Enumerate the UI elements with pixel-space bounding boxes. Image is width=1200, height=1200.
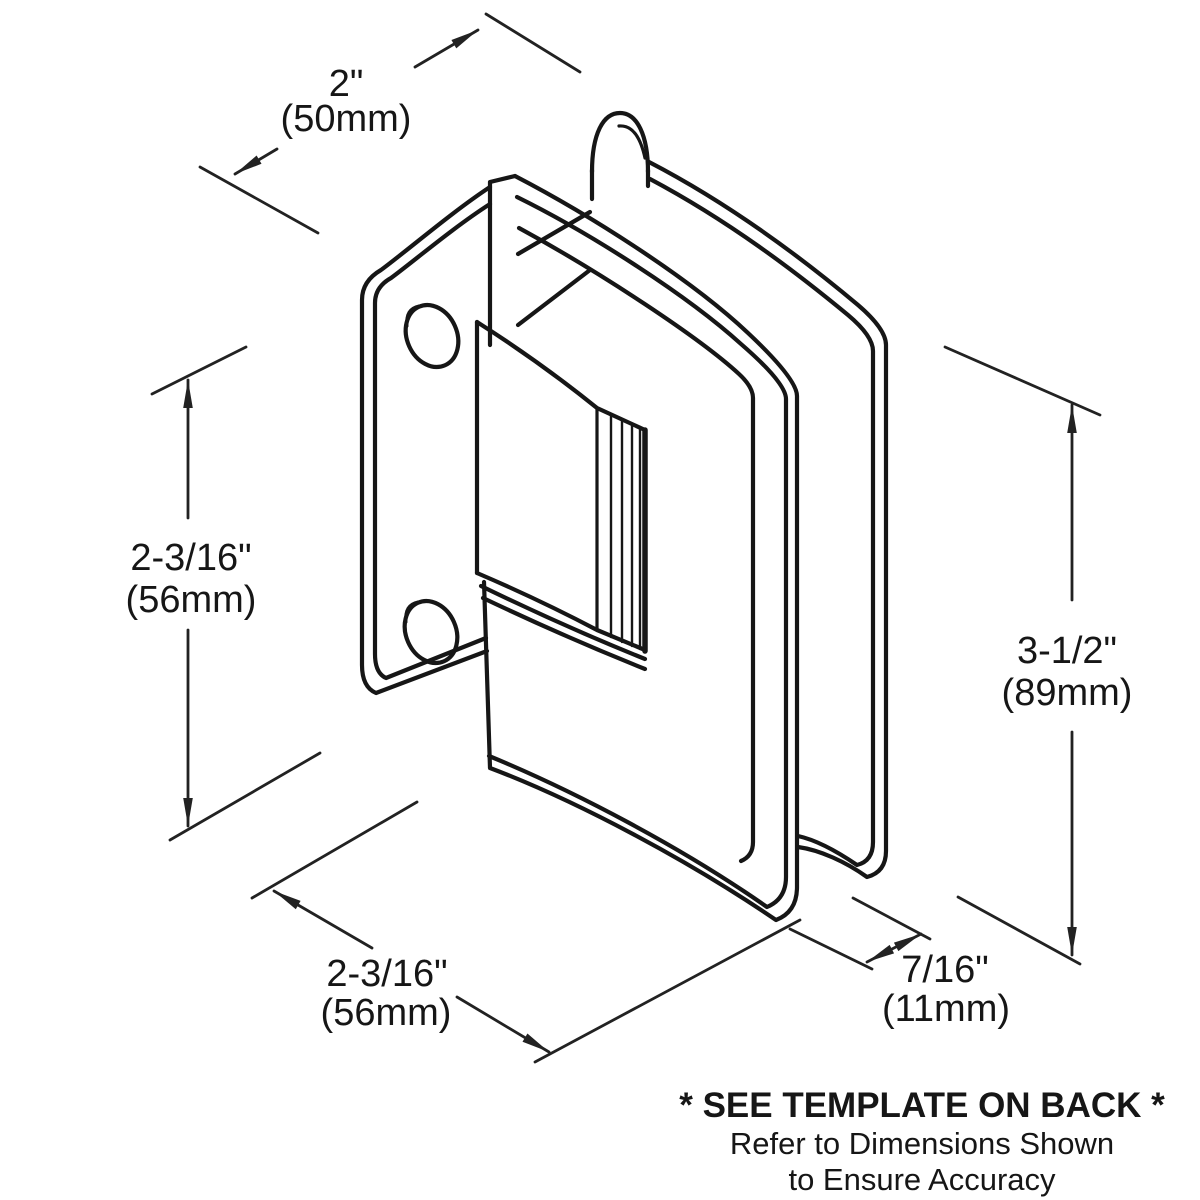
ext-line (198, 165, 320, 235)
front-plate-nub (487, 173, 518, 348)
ext-line (150, 345, 248, 396)
label-right-height-metric: (89mm) (1002, 672, 1133, 714)
label-top-width-metric: (50mm) (281, 98, 412, 140)
hinge-pin-cap (589, 110, 651, 202)
screw-hole-top-countersink (405, 304, 421, 328)
front-plate-inner-face-line (516, 225, 756, 864)
footer-line2: Refer to Dimensions Shown (730, 1126, 1114, 1161)
ext-line (851, 896, 932, 941)
label-left-height-metric: (56mm) (126, 579, 257, 621)
ext-line (943, 345, 1102, 417)
back-clamp-plate (646, 159, 889, 880)
dimension-top-width (198, 12, 582, 235)
front-plate-inner-outline (486, 194, 789, 910)
ext-line (250, 800, 419, 900)
dim-arrow-line (455, 995, 551, 1054)
label-right-height-primary: 3-1/2" (1017, 630, 1117, 672)
footer-line3: to Ensure Accuracy (788, 1162, 1056, 1197)
dimension-left-height (150, 345, 322, 842)
dimension-plate-thickness (788, 896, 932, 971)
body-bottom-edge (474, 570, 648, 653)
label-bottom-width-metric: (56mm) (321, 992, 452, 1034)
back-plate-inner-outline (647, 176, 876, 868)
label-bottom-width-primary: 2-3/16" (326, 953, 447, 995)
hinge-body (474, 209, 648, 672)
screw-hole-top (403, 302, 461, 370)
body-lower-lip-2 (480, 595, 648, 672)
dimension-annotations (150, 12, 1102, 1064)
ext-line (533, 918, 802, 1064)
footer-line1: * SEE TEMPLATE ON BACK * (679, 1086, 1165, 1125)
dim-arrow-line (272, 889, 374, 950)
ext-line (168, 751, 322, 842)
label-top-width-primary: 2" (329, 63, 364, 105)
pin-cap-inner-arc (617, 124, 647, 160)
notch-edge-2 (515, 267, 593, 328)
dimension-labels: 2" (50mm) 2-3/16" (56mm) 2-3/16" (56mm) … (126, 63, 1133, 1034)
wall-plate-inner-outline (372, 201, 493, 681)
dim-arrow-line (413, 28, 480, 69)
label-thickness-metric: (11mm) (882, 988, 1010, 1030)
ext-line (484, 12, 582, 74)
front-clamp-plate (481, 173, 800, 923)
label-left-height-primary: 2-3/16" (130, 537, 251, 579)
footer-note: * SEE TEMPLATE ON BACK * Refer to Dimens… (679, 1086, 1165, 1197)
dim-arrow-line (865, 932, 923, 964)
dimension-right-height (943, 345, 1102, 966)
dimension-bottom-width (250, 800, 802, 1064)
screw-hole-bottom-countersink (404, 600, 420, 624)
notch-edge-1 (515, 209, 593, 257)
label-thickness-primary: 7/16" (901, 949, 988, 991)
front-plate-outer-outline (481, 173, 800, 923)
hinge-drawing (359, 110, 889, 923)
ext-line (788, 927, 874, 971)
wall-mount-plate (359, 184, 493, 696)
body-top-edge (474, 319, 648, 433)
ext-line (956, 895, 1082, 966)
wall-plate-outer-outline (359, 184, 493, 696)
dim-arrow-line (233, 147, 279, 176)
body-lower-lip-1 (478, 583, 648, 662)
back-plate-outer-outline (646, 159, 889, 880)
pin-cap-dome (589, 110, 651, 175)
